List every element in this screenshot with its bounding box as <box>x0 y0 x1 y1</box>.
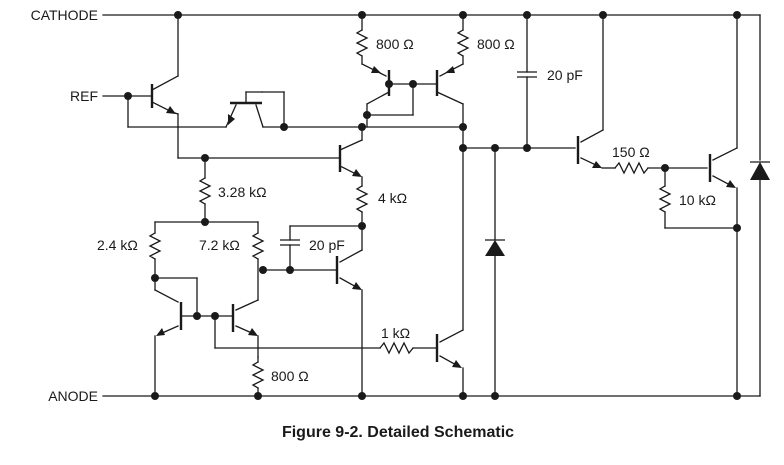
anode-rail <box>102 179 761 397</box>
label-20pf-mid: 20 pF <box>309 237 345 253</box>
resistor-3-28k <box>198 157 212 223</box>
label-800-ohm-right: 800 Ω <box>477 36 515 52</box>
resistor-800-right <box>456 14 470 65</box>
label-800-ohm-bottom: 800 Ω <box>271 368 309 384</box>
label-20pf-top: 20 pF <box>547 67 583 83</box>
transistor-q11-output <box>708 14 738 397</box>
anode-label: ANODE <box>48 388 98 404</box>
capacitor-20pf-top <box>517 14 537 149</box>
label-3-28k-ohm: 3.28 kΩ <box>218 184 267 200</box>
label-150-ohm: 150 Ω <box>612 144 650 160</box>
transistor-q10 <box>576 14 616 169</box>
label-2-4k-ohm: 2.4 kΩ <box>97 237 138 253</box>
transistor-q5 <box>338 126 363 187</box>
resistor-800-bottom <box>251 356 265 397</box>
transistor-q4-mirror <box>435 63 464 149</box>
cathode-label: CATHODE <box>31 7 98 23</box>
transistor-q2 <box>177 91 285 128</box>
label-7-2k-ohm: 7.2 kΩ <box>199 237 240 253</box>
ref-label: REF <box>70 88 98 104</box>
junction-dots <box>124 11 741 400</box>
resistor-150 <box>614 161 708 175</box>
cathode-rail <box>102 14 761 161</box>
ref-node-wire <box>127 95 179 128</box>
transistor-q8 <box>231 299 259 358</box>
transistor-q9 <box>435 147 464 397</box>
resistor-4k <box>355 185 369 227</box>
label-800-ohm-left: 800 Ω <box>376 36 414 52</box>
resistor-7-2k <box>251 221 265 301</box>
resistor-2-4k <box>148 221 162 279</box>
label-1k-ohm: 1 kΩ <box>381 325 410 341</box>
transistor-q6 <box>262 225 363 397</box>
q7-q8-base-tie <box>154 277 381 349</box>
mirror-base-tie <box>366 83 438 116</box>
figure-caption: Figure 9-2. Detailed Schematic <box>282 424 514 441</box>
label-10k-ohm: 10 kΩ <box>679 192 716 208</box>
label-4k-ohm: 4 kΩ <box>378 190 407 206</box>
diode-internal <box>485 147 505 397</box>
transistor-q7 <box>154 277 183 397</box>
resistor-1k <box>379 341 438 355</box>
diode-protection <box>750 161 770 180</box>
resistor-800-left <box>355 14 369 65</box>
capacitor-20pf-mid <box>280 225 363 271</box>
transistor-q1 <box>150 14 179 159</box>
